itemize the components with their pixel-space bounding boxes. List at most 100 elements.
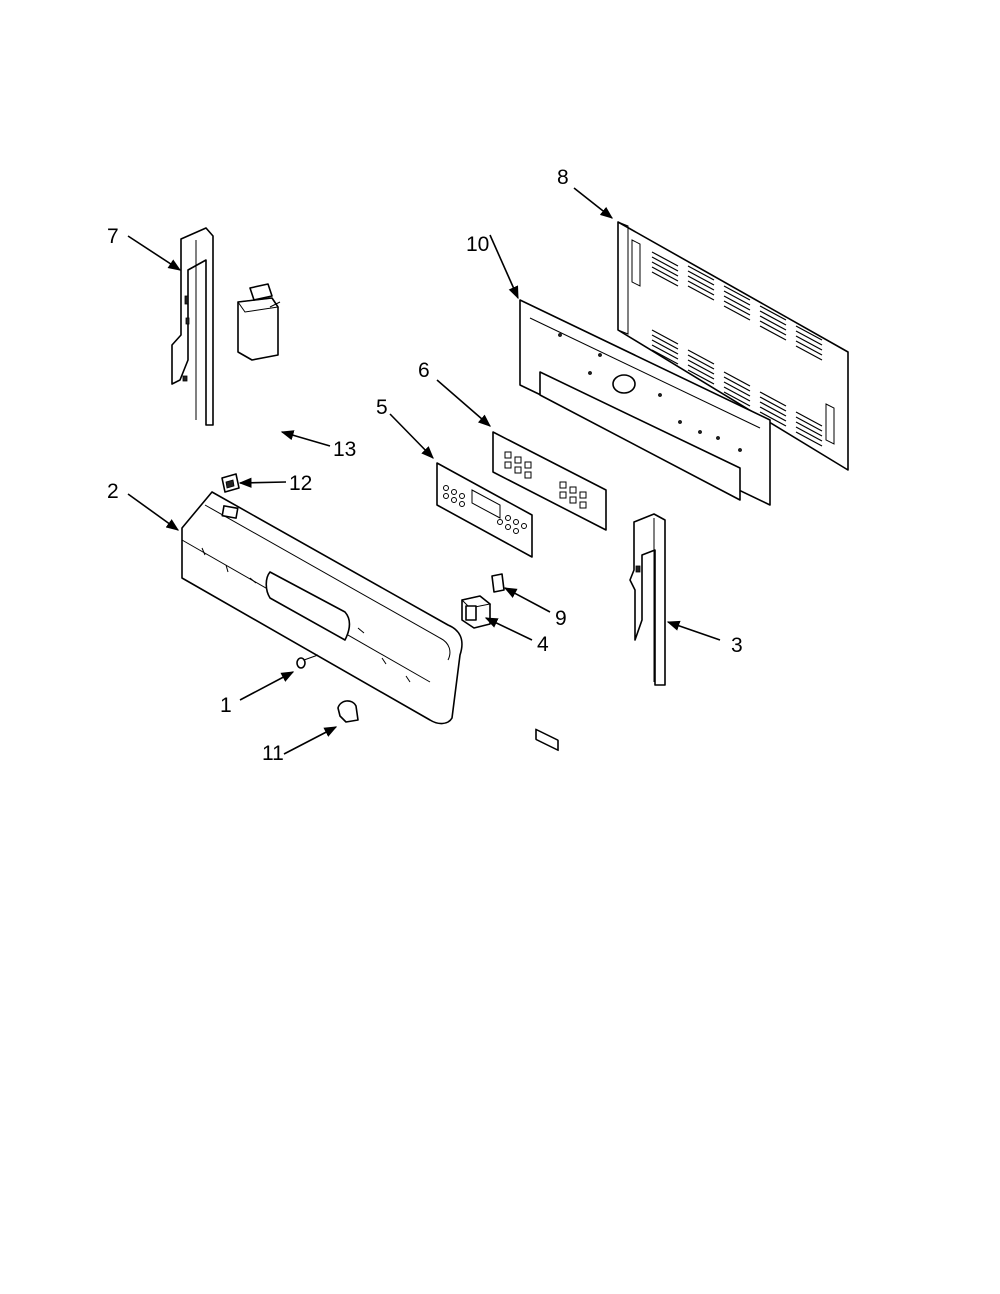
part-12-switch [221,473,240,493]
callout-9: 9 [555,607,567,630]
vent-slot [723,391,751,407]
part-2-control-panel [181,491,463,725]
vent-slot [651,251,679,267]
callout-1: 1 [220,694,232,717]
board-button [524,461,532,469]
vent-slot [651,261,679,277]
vent-slot [759,325,787,341]
vent-slot [687,359,715,375]
board-button [579,491,587,499]
vent-slot [759,310,787,326]
overlay-key [505,515,511,521]
part-13-block [237,283,281,361]
vent-slot [759,315,787,331]
vent-slot [687,364,715,380]
board-button [559,491,567,499]
vent-slot [723,371,751,387]
callout-8: 8 [557,166,569,189]
part-9-clip [491,573,505,593]
vent-slot [795,426,823,442]
overlay-key [459,493,465,499]
vent-slot [795,340,823,356]
board-buttons [504,451,587,509]
vent-slot [651,256,679,272]
callout-12: 12 [289,472,312,495]
callout-5: 5 [376,396,388,419]
vent-slot [687,280,715,296]
vent-slot [759,391,787,407]
bracket-holes [558,333,742,452]
vent-slot [651,271,679,287]
overlay-key [443,493,449,499]
vent-slot [687,275,715,291]
board-button [504,451,512,459]
vent-slot [651,349,679,365]
vent-slot [687,369,715,385]
board-button [579,501,587,509]
vent-slot [723,376,751,392]
vent-slot [687,349,715,365]
part-6-control-board [492,431,607,752]
part-3-right-side-trim [629,513,666,686]
overlay-key [451,489,457,495]
vent-slot [795,431,823,447]
part-1-screw [296,654,319,669]
board-button [569,496,577,504]
vent-slot [759,406,787,422]
vent-slot [687,285,715,301]
vent-slot [759,320,787,336]
leader-lines [127,187,721,755]
vent-slot [687,270,715,286]
callout-2: 2 [107,480,119,503]
vent-slot [651,329,679,345]
vent-slot [651,344,679,360]
callout-labels: 8 10 7 6 5 13 12 2 9 4 3 1 11 [107,166,743,765]
callout-13: 13 [333,438,356,461]
vent-slot [795,416,823,432]
callout-4: 4 [537,633,549,656]
vent-slot [795,411,823,427]
overlay-key [505,524,511,530]
overlay-key [459,501,465,507]
vent-slot [723,300,751,316]
vent-slot [687,354,715,370]
part-11-clip [337,700,359,723]
vent-slot [759,396,787,412]
overlay-keys [443,485,527,534]
vent-slot [795,335,823,351]
board-button [524,471,532,479]
part-5-keypad-overlay [436,462,533,558]
overlay-key [513,519,519,525]
callout-3: 3 [731,634,743,657]
board-button [559,481,567,489]
board-button [514,456,522,464]
overlay-key [451,497,457,503]
part-7-left-side-trim [171,227,214,426]
vent-slot [723,290,751,306]
board-button [504,461,512,469]
overlay-key [521,523,527,529]
part-10-bracket-panel [519,299,771,506]
vent-slot [651,334,679,350]
board-button [569,486,577,494]
vent-slot [759,401,787,417]
part-8-rear-panel [617,221,849,471]
callout-6: 6 [418,359,430,382]
vent-slot [795,421,823,437]
vent-slot [651,339,679,355]
callout-7: 7 [107,225,119,248]
part-4-knob [461,595,492,629]
vent-slots [651,251,823,447]
vent-slot [723,386,751,402]
vent-slot [723,285,751,301]
callout-11: 11 [262,742,284,765]
vent-slot [687,265,715,281]
vent-slot [723,295,751,311]
vent-slot [795,345,823,361]
vent-slot [759,411,787,427]
panel-marks [201,547,411,683]
vent-slot [795,330,823,346]
vent-slot [759,305,787,321]
board-button [514,466,522,474]
